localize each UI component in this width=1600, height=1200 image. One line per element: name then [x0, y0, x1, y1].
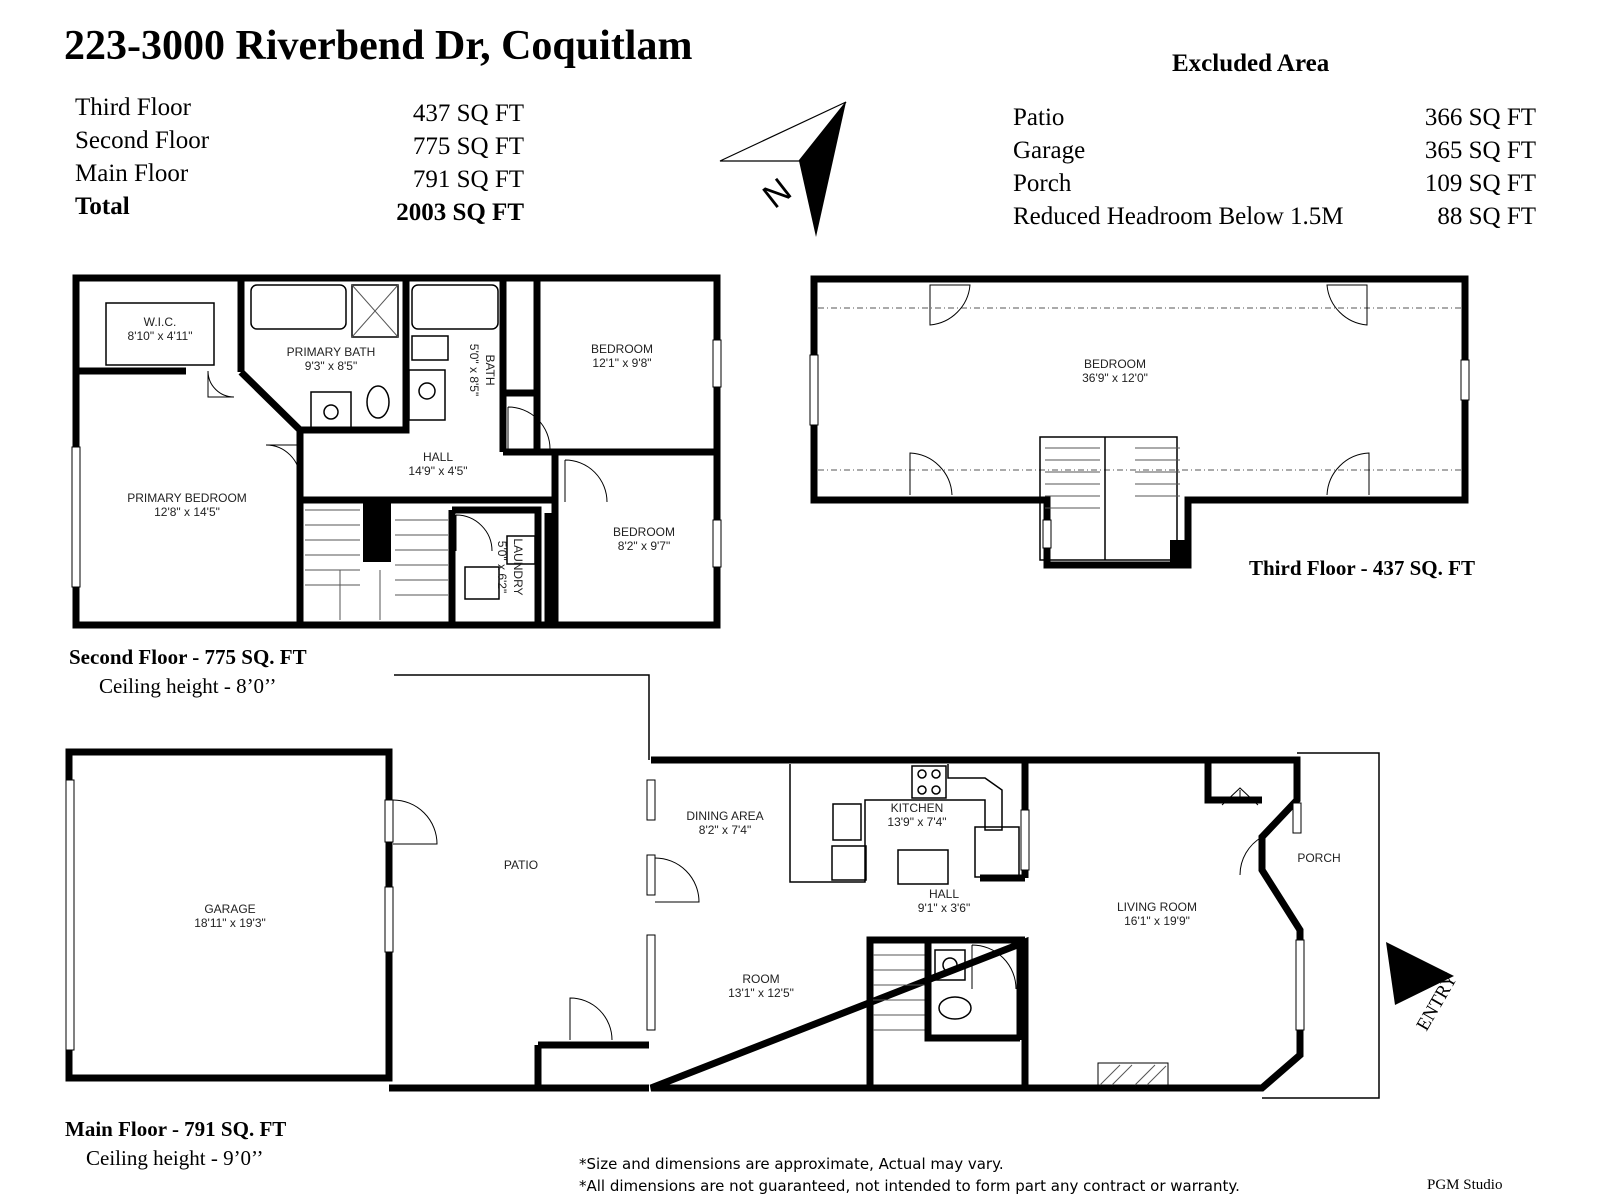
- room-garage-name: GARAGE: [204, 902, 255, 916]
- room-room-dim: 13'1" x 12'5": [728, 986, 794, 1000]
- summary-main-area: 791 SQ FT: [412, 166, 524, 193]
- summary-second-label: Second Floor: [75, 127, 210, 154]
- room-bath-name: BATH: [483, 354, 497, 385]
- room-hall2-dim: 14'9" x 4'5": [408, 464, 467, 478]
- room-primary-bedroom-dim: 12'8" x 14'5": [154, 505, 220, 519]
- room-bedroom1-name: BEDROOM: [591, 342, 653, 356]
- third-floor-caption: Third Floor - 437 SQ. FT: [1249, 556, 1475, 580]
- second-floor-ceiling: Ceiling height - 8’0’’: [99, 674, 277, 698]
- room-bedroom2-name: BEDROOM: [613, 525, 675, 539]
- room-living-dim: 16'1" x 19'9": [1124, 914, 1190, 928]
- north-arrow-icon: N: [719, 101, 847, 237]
- room-bedroom3-name: BEDROOM: [1084, 357, 1146, 371]
- room-bath-dim: 5'0" x 8'5": [467, 344, 481, 396]
- room-hall1-name: HALL: [929, 887, 959, 901]
- summary-main-label: Main Floor: [75, 160, 189, 187]
- excluded-porch-area: 109 SQ FT: [1424, 170, 1536, 197]
- room-living-name: LIVING ROOM: [1117, 900, 1197, 914]
- excluded-patio-label: Patio: [1013, 104, 1065, 131]
- main-floor-caption: Main Floor - 791 SQ. FT: [65, 1117, 287, 1141]
- summary-third-label: Third Floor: [75, 94, 191, 121]
- room-porch-name: PORCH: [1297, 851, 1340, 865]
- room-patio-name: PATIO: [504, 858, 538, 872]
- second-floor-caption: Second Floor - 775 SQ. FT: [69, 645, 307, 669]
- room-primary-bath-dim: 9'3" x 8'5": [305, 359, 357, 373]
- summary-second-area: 775 SQ FT: [412, 133, 524, 160]
- room-hall2-name: HALL: [423, 450, 453, 464]
- excluded-garage-label: Garage: [1013, 137, 1086, 164]
- summary-total-label: Total: [75, 193, 130, 220]
- excluded-patio-area: 366 SQ FT: [1424, 104, 1536, 131]
- second-floor-plan: W.I.C. 8'10" x 4'11" PRIMARY BATH 9'3" x…: [71, 274, 722, 629]
- excluded-headroom-area: 88 SQ FT: [1437, 203, 1536, 230]
- room-wic-name: W.I.C.: [144, 315, 177, 329]
- disclaimer-approx: *Size and dimensions are approximate, Ac…: [579, 1155, 1004, 1173]
- page-title: 223-3000 Riverbend Dr, Coquitlam: [64, 23, 693, 69]
- summary-third-area: 437 SQ FT: [412, 100, 524, 127]
- room-room-name: ROOM: [742, 972, 779, 986]
- room-laundry-dim: 5'0" x 6'2": [495, 541, 509, 593]
- studio-credit: PGM Studio: [1427, 1177, 1503, 1193]
- room-kitchen-name: KITCHEN: [891, 801, 944, 815]
- room-wic-dim: 8'10" x 4'11": [128, 329, 193, 343]
- entry-arrow-icon: [1386, 942, 1454, 1005]
- excluded-garage-area: 365 SQ FT: [1424, 137, 1536, 164]
- room-dining-dim: 8'2" x 7'4": [699, 823, 751, 837]
- room-garage-dim: 18'11" x 19'3": [194, 916, 266, 930]
- excluded-porch-label: Porch: [1013, 170, 1072, 197]
- room-laundry-name: LAUNDRY: [511, 538, 525, 595]
- excluded-heading: Excluded Area: [1172, 50, 1330, 77]
- room-bedroom3-dim: 36'9" x 12'0": [1082, 371, 1148, 385]
- room-bedroom1-dim: 12'1" x 9'8": [592, 356, 651, 370]
- room-primary-bath-name: PRIMARY BATH: [287, 345, 376, 359]
- room-dining-name: DINING AREA: [686, 809, 763, 823]
- main-floor-ceiling: Ceiling height - 9’0’’: [86, 1146, 264, 1170]
- excluded-headroom-label: Reduced Headroom Below 1.5M: [1013, 203, 1344, 230]
- disclaimer-warranty: *All dimensions are not guaranteed, not …: [579, 1177, 1240, 1195]
- main-floor-plan: ENTRY GARAGE 18'11" x 19'3" PATIO DINING…: [65, 674, 1462, 1099]
- room-bedroom2-dim: 8'2" x 9'7": [618, 539, 670, 553]
- third-floor-plan: BEDROOM 36'9" x 12'0": [809, 275, 1470, 569]
- compass-label: N: [756, 171, 799, 216]
- room-kitchen-dim: 13'9" x 7'4": [887, 815, 946, 829]
- room-hall1-dim: 9'1" x 3'6": [918, 901, 970, 915]
- room-primary-bedroom-name: PRIMARY BEDROOM: [127, 491, 247, 505]
- summary-total-area: 2003 SQ FT: [396, 199, 524, 226]
